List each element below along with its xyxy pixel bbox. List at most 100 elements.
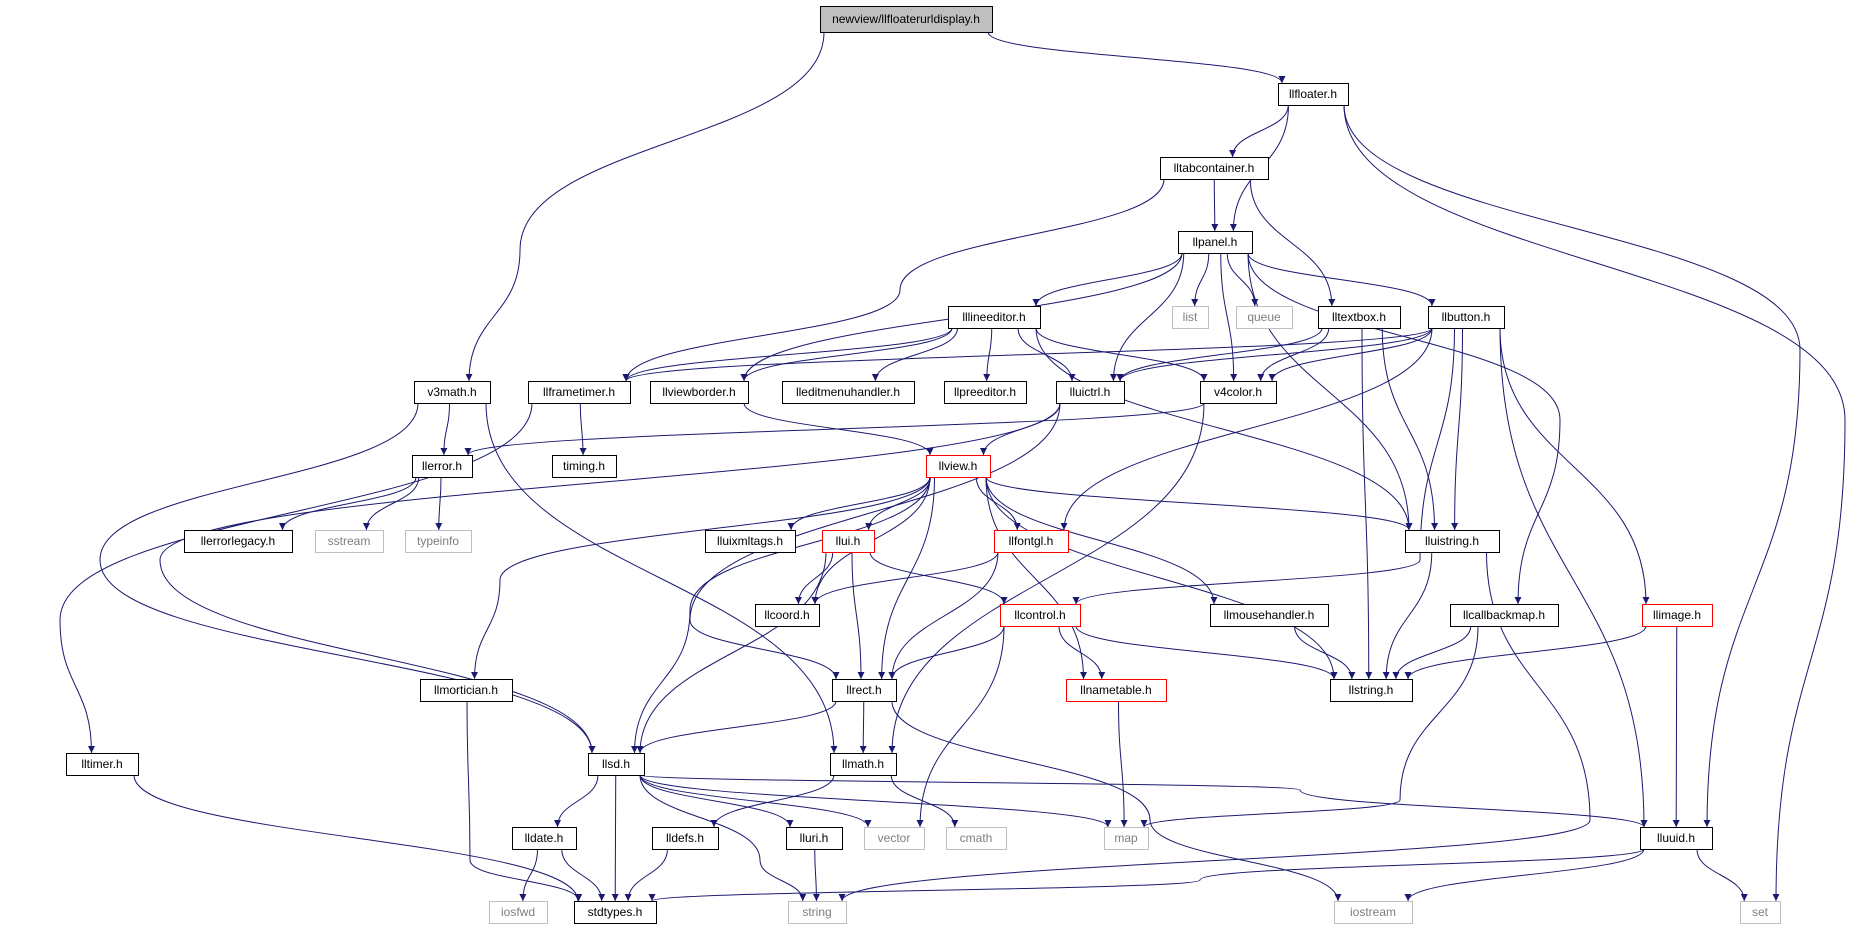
- node-label: lltimer.h: [81, 757, 122, 771]
- node-llviewborder[interactable]: llviewborder.h: [650, 381, 749, 404]
- node-llsd[interactable]: llsd.h: [588, 753, 645, 776]
- edge-path: [1382, 551, 1433, 680]
- node-llmath[interactable]: llmath.h: [830, 753, 897, 776]
- node-llrect[interactable]: llrect.h: [832, 679, 897, 702]
- edge-llcontrol-to-vector: [916, 625, 1005, 828]
- node-box: [1178, 231, 1253, 254]
- edge-path: [639, 774, 1648, 828]
- node-box: [1405, 530, 1500, 553]
- edge-path: [1343, 104, 1846, 902]
- node-label: llerrorlegacy.h: [201, 534, 275, 548]
- node-label: llnametable.h: [1080, 683, 1151, 697]
- node-llnametable[interactable]: llnametable.h: [1066, 679, 1167, 702]
- node-label: vector: [878, 831, 911, 845]
- edge-path: [466, 700, 583, 902]
- edge-path: [888, 402, 1205, 754]
- node-llbutton[interactable]: llbutton.h: [1428, 306, 1505, 329]
- node-llcoord[interactable]: llcoord.h: [755, 604, 820, 627]
- edge-lllineeditor-to-v4color: [1035, 327, 1208, 382]
- edge-lluuid-to-iostream: [1404, 848, 1645, 902]
- node-lluri[interactable]: lluri.h: [786, 827, 843, 850]
- edge-lltextbox-to-llstring: [1361, 327, 1373, 680]
- node-llimage[interactable]: llimage.h: [1642, 604, 1713, 627]
- node-box: [1330, 679, 1413, 702]
- node-lluuid[interactable]: lluuid.h: [1640, 827, 1713, 850]
- node-llmortician[interactable]: llmortician.h: [420, 679, 513, 702]
- edge-path: [985, 476, 1087, 680]
- node-llerrorlegacy[interactable]: llerrorlegacy.h: [184, 530, 293, 553]
- node-box: [1450, 604, 1559, 627]
- node-lluixmltags[interactable]: lluixmltags.h: [705, 530, 796, 553]
- node-box: [652, 827, 719, 850]
- node-box: [788, 901, 847, 924]
- node-root[interactable]: newview/llfloaterurldisplay.h: [820, 6, 993, 33]
- node-label: v4color.h: [1214, 385, 1262, 399]
- node-llcontrol[interactable]: llcontrol.h: [1000, 604, 1081, 627]
- edge-llsd-to-map: [639, 774, 1112, 828]
- edge-path: [1247, 252, 1413, 531]
- node-lldefs[interactable]: lldefs.h: [652, 827, 719, 850]
- node-box: [650, 381, 749, 404]
- node-lltimer[interactable]: lltimer.h: [66, 753, 139, 776]
- edge-path: [465, 31, 825, 382]
- edge-path: [636, 551, 827, 754]
- node-lldate[interactable]: lldate.h: [512, 827, 577, 850]
- node-lllineeditor[interactable]: lllineeditor.h: [948, 306, 1041, 329]
- edge-path: [159, 402, 1061, 754]
- edge-path: [1035, 327, 1413, 531]
- node-llcallbackmap[interactable]: llcallbackmap.h: [1450, 604, 1559, 627]
- node-list: list: [1172, 306, 1209, 329]
- edge-llpanel-to-llbutton: [1247, 252, 1436, 307]
- node-lluistring[interactable]: lluistring.h: [1405, 530, 1500, 553]
- edge-llfontgl-to-llcoord: [811, 551, 999, 605]
- edge-path: [1381, 327, 1439, 531]
- node-v4color[interactable]: v4color.h: [1200, 381, 1277, 404]
- node-llpanel[interactable]: llpanel.h: [1178, 231, 1253, 254]
- edge-lltextbox-to-lluistring: [1381, 327, 1439, 531]
- edge-path: [1696, 848, 1748, 902]
- edge-lluictrl-to-llrect: [689, 402, 1061, 680]
- node-lluictrl[interactable]: lluictrl.h: [1056, 381, 1125, 404]
- node-llfloater[interactable]: llfloater.h: [1278, 83, 1349, 106]
- node-box: [315, 530, 384, 553]
- node-llerror[interactable]: llerror.h: [412, 455, 473, 478]
- node-llfontgl[interactable]: llfontgl.h: [994, 530, 1069, 553]
- edge-llsd-to-lluri: [639, 774, 794, 828]
- edge-lltabcontainer-to-llframetimer: [622, 178, 1165, 382]
- node-llmousehandler[interactable]: llmousehandler.h: [1210, 604, 1329, 627]
- edge-llsd-to-vector: [639, 774, 872, 828]
- node-lleditmenuhandler[interactable]: lleditmenuhandler.h: [782, 381, 915, 404]
- node-stdtypes[interactable]: stdtypes.h: [574, 901, 657, 924]
- node-llui[interactable]: llui.h: [822, 530, 875, 553]
- edge-llimage-to-llstring: [1404, 625, 1647, 680]
- edge-llerror-to-llerrorlegacy: [279, 476, 417, 531]
- edge-llfloater-to-lluuid: [1343, 104, 1801, 828]
- edge-llui-to-llsd: [636, 551, 827, 754]
- node-box: [512, 827, 577, 850]
- node-label: llcontrol.h: [1014, 608, 1065, 622]
- node-llframetimer[interactable]: llframetimer.h: [528, 381, 631, 404]
- edge-v3math-to-llerror: [440, 402, 450, 456]
- node-v3math[interactable]: v3math.h: [414, 381, 491, 404]
- edge-lltextbox-to-v4color: [1257, 327, 1330, 382]
- node-lltextbox[interactable]: lltextbox.h: [1318, 306, 1401, 329]
- node-llpreeditor[interactable]: llpreeditor.h: [944, 381, 1027, 404]
- edge-path: [639, 774, 794, 828]
- node-llview[interactable]: llview.h: [926, 455, 991, 478]
- node-box: [1236, 306, 1293, 329]
- edge-path: [869, 551, 1008, 605]
- node-label: map: [1114, 831, 1138, 845]
- node-timing[interactable]: timing.h: [552, 455, 617, 478]
- node-box: [1160, 157, 1269, 180]
- node-box: [946, 827, 1007, 850]
- edge-lldate-to-iosfwd: [519, 848, 538, 902]
- node-lltabcontainer[interactable]: lltabcontainer.h: [1160, 157, 1269, 180]
- edge-path: [1247, 252, 1561, 605]
- edge-path: [710, 774, 835, 828]
- node-llstring[interactable]: llstring.h: [1330, 679, 1413, 702]
- node-box: [822, 530, 875, 553]
- node-label: llimage.h: [1653, 608, 1701, 622]
- edge-llview-to-lluistring: [985, 476, 1413, 531]
- node-label: llpreeditor.h: [954, 385, 1016, 399]
- edge-lllineeditor-to-lluistring: [1035, 327, 1413, 531]
